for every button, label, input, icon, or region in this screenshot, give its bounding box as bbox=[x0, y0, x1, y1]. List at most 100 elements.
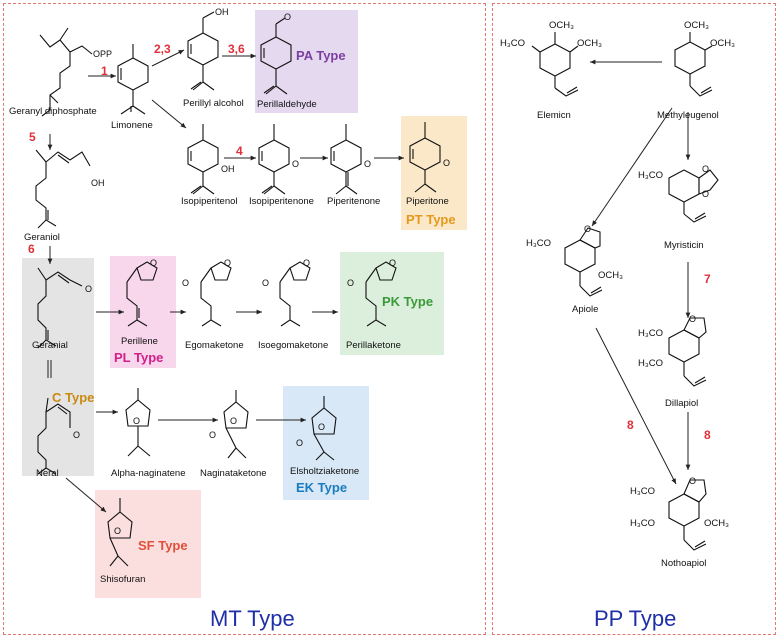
methoxy-label: H₃CO bbox=[500, 38, 525, 49]
limonene-structure bbox=[117, 44, 149, 115]
sf-type-label: SF Type bbox=[138, 538, 188, 553]
pp-panel bbox=[492, 3, 776, 635]
svg-text:O: O bbox=[284, 12, 291, 22]
label-egomaketone: Egomaketone bbox=[185, 340, 244, 351]
label-piperitone: Piperitone bbox=[406, 196, 449, 207]
label-methyleugenol: Methyleugenol bbox=[657, 110, 719, 121]
geranial-structure: O bbox=[37, 267, 92, 349]
label-neral: Neral bbox=[36, 468, 59, 479]
elsholtziaketone-structure: O O bbox=[296, 396, 337, 461]
perillaldehyde-structure: O bbox=[260, 12, 292, 95]
svg-text:O: O bbox=[702, 189, 709, 199]
pl-type-label: PL Type bbox=[114, 350, 164, 365]
mt-label-bg bbox=[200, 604, 320, 634]
nothoapiol-structure: O bbox=[668, 476, 707, 551]
mt-panel bbox=[3, 3, 486, 635]
naginataketone-structure: O O bbox=[209, 390, 249, 459]
methoxy-label: H₃CO bbox=[638, 328, 663, 339]
step-4: 4 bbox=[236, 144, 243, 158]
alpha-naginatene-structure: O bbox=[125, 388, 151, 457]
svg-text:O: O bbox=[73, 430, 80, 440]
svg-text:O: O bbox=[364, 159, 371, 169]
step-5: 5 bbox=[29, 130, 36, 144]
neral-structure: O bbox=[37, 397, 80, 475]
methoxy-label: OCH₃ bbox=[684, 20, 709, 31]
perillyl-alcohol-structure: OH bbox=[187, 7, 229, 91]
label-perillene: Perillene bbox=[121, 336, 158, 347]
label-geraniol: Geraniol bbox=[24, 232, 60, 243]
svg-text:O: O bbox=[133, 416, 140, 426]
geranyl-diphosphate-structure: OPP bbox=[39, 27, 112, 117]
methyleugenol-structure bbox=[674, 32, 713, 97]
c-type-box bbox=[22, 258, 94, 476]
label-shisofuran: Shisofuran bbox=[100, 574, 146, 585]
label-dillapiol: Dillapiol bbox=[665, 398, 699, 409]
apiole-structure: O bbox=[564, 224, 603, 297]
methoxy-label: H₃CO bbox=[638, 358, 663, 369]
piperitone-structure: O bbox=[409, 122, 450, 193]
label-myristicin: Myristicin bbox=[664, 240, 704, 251]
mt-type-title: MT Type bbox=[210, 606, 295, 631]
svg-text:OH: OH bbox=[91, 178, 105, 188]
label-isoegomaketone: Isoegomaketone bbox=[258, 340, 329, 351]
isoegomaketone-structure: O O bbox=[262, 258, 311, 327]
svg-text:O: O bbox=[114, 526, 121, 536]
step-2-3: 2,3 bbox=[154, 42, 171, 56]
svg-text:O: O bbox=[702, 164, 709, 174]
label-alpha-naginatene: Alpha-naginatene bbox=[111, 468, 186, 479]
pk-type-label: PK Type bbox=[382, 294, 434, 309]
label-perillaketone: Perillaketone bbox=[346, 340, 401, 351]
label-perillaldehyde: Perillaldehyde bbox=[257, 99, 317, 110]
svg-text:O: O bbox=[318, 422, 325, 432]
svg-text:O: O bbox=[209, 430, 216, 440]
label-nothoapiol: Nothoapiol bbox=[661, 558, 707, 569]
svg-text:OH: OH bbox=[221, 164, 235, 174]
geraniol-structure: OH bbox=[35, 149, 105, 229]
myristicin-structure: O O bbox=[668, 164, 719, 223]
perillaketone-structure: O O bbox=[347, 258, 397, 327]
label-elemicn: Elemicn bbox=[537, 110, 571, 121]
svg-text:O: O bbox=[347, 278, 354, 288]
pp-type-title: PP Type bbox=[594, 606, 677, 631]
pt-type-box bbox=[401, 116, 467, 230]
svg-text:O: O bbox=[689, 314, 696, 324]
label-piperitenone: Piperitenone bbox=[327, 196, 381, 207]
svg-text:O: O bbox=[303, 258, 310, 268]
svg-text:O: O bbox=[443, 158, 450, 168]
ek-type-box bbox=[283, 386, 369, 500]
svg-text:O: O bbox=[262, 278, 269, 288]
svg-text:OH: OH bbox=[215, 7, 229, 17]
svg-text:O: O bbox=[230, 416, 237, 426]
pa-type-box bbox=[255, 10, 358, 113]
methoxy-label: OCH₃ bbox=[549, 20, 574, 31]
step-3-6: 3,6 bbox=[228, 42, 245, 56]
svg-text:O: O bbox=[389, 258, 396, 268]
pt-type-label: PT Type bbox=[406, 212, 456, 227]
svg-text:O: O bbox=[292, 159, 299, 169]
methoxy-label: H₃CO bbox=[526, 238, 551, 249]
perillene-structure: O bbox=[126, 258, 158, 327]
elemicn-structure bbox=[531, 32, 579, 97]
label-isopiperitenone: Isopiperitenone bbox=[249, 196, 314, 207]
step-6: 6 bbox=[28, 242, 35, 256]
pa-type-label: PA Type bbox=[296, 48, 346, 63]
svg-text:O: O bbox=[85, 284, 92, 294]
label-geranyl-diphosphate: Geranyl diphosphate bbox=[9, 106, 97, 117]
methoxy-label: OCH₃ bbox=[710, 38, 735, 49]
pk-type-box bbox=[340, 252, 444, 355]
methoxy-label: H₃CO bbox=[630, 486, 655, 497]
step-8: 8 bbox=[627, 418, 634, 432]
svg-text:O: O bbox=[150, 258, 157, 268]
methoxy-label: OCH₃ bbox=[598, 270, 623, 281]
ek-type-label: EK Type bbox=[296, 480, 348, 495]
svg-text:OPP: OPP bbox=[93, 49, 112, 59]
isopiperitenol-structure: OH bbox=[187, 124, 235, 195]
shisofuran-structure: O bbox=[107, 498, 133, 567]
label-geranial: Geranial bbox=[32, 340, 68, 351]
label-isopiperitenol: Isopiperitenol bbox=[181, 196, 238, 207]
dillapiol-structure: O bbox=[668, 314, 707, 387]
svg-text:O: O bbox=[584, 224, 591, 234]
methoxy-label: OCH₃ bbox=[704, 518, 729, 529]
svg-text:O: O bbox=[689, 476, 696, 486]
